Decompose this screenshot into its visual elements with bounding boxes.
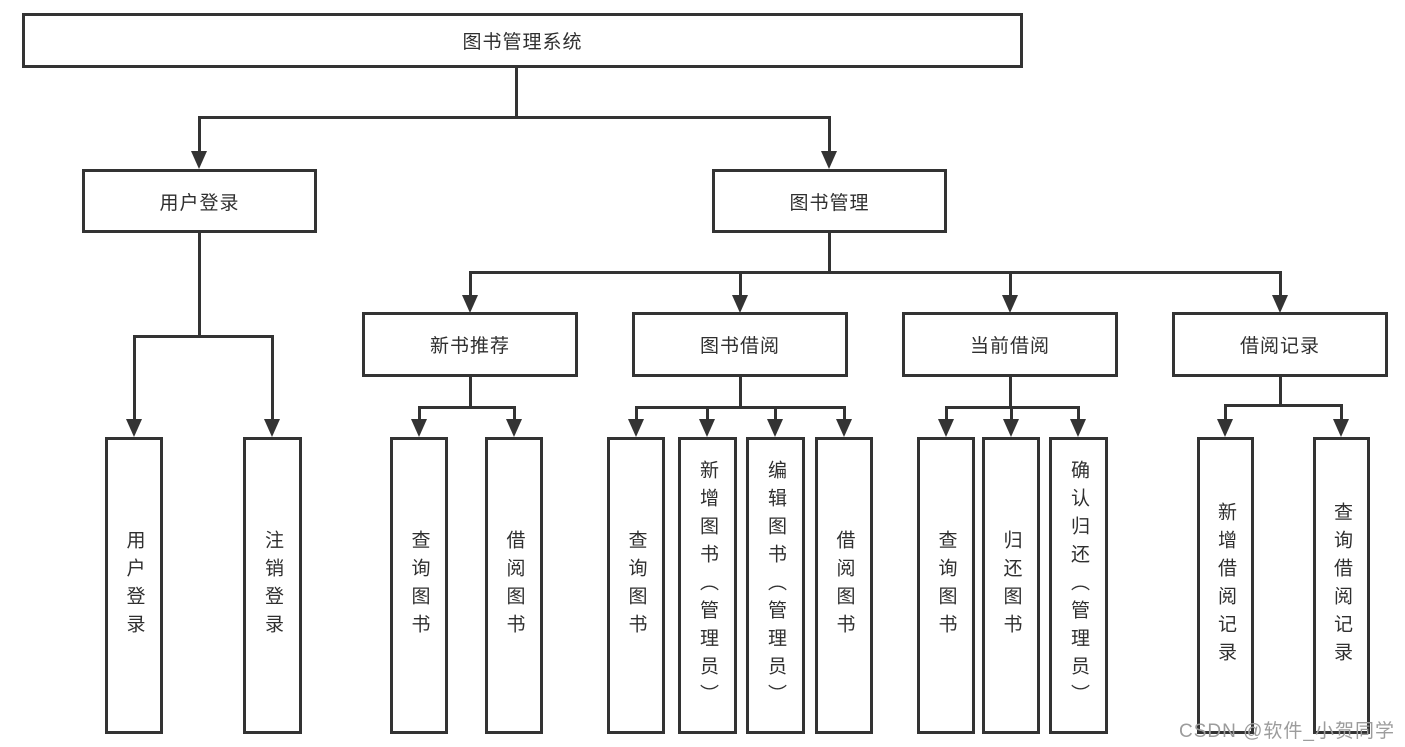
csdn-watermark: CSDN @软件_小贺同学	[1179, 721, 1395, 742]
connector	[418, 406, 516, 409]
arrowhead-down-icon	[1003, 419, 1019, 437]
connector	[828, 116, 831, 154]
connector	[133, 335, 136, 419]
arrowhead-down-icon	[264, 419, 280, 437]
leaf-query-books: 查询图书	[390, 437, 448, 734]
connector	[469, 377, 472, 408]
leaf-logout: 注销登录	[243, 437, 302, 734]
connector	[1009, 271, 1012, 297]
connector	[739, 377, 742, 408]
connector	[271, 335, 274, 419]
connector	[1279, 271, 1282, 297]
arrowhead-down-icon	[462, 295, 478, 313]
connector	[828, 233, 831, 274]
connector	[774, 406, 777, 420]
arrowhead-down-icon	[126, 419, 142, 437]
leaf-borrow-books: 借阅图书	[485, 437, 543, 734]
node-new-book-recommend: 新书推荐	[362, 312, 578, 377]
arrowhead-down-icon	[191, 151, 207, 169]
leaf-query-books: 查询图书	[917, 437, 975, 734]
leaf-add-borrow-record: 新增借阅记录	[1197, 437, 1254, 734]
connector	[1224, 404, 1343, 407]
arrowhead-down-icon	[1070, 419, 1086, 437]
leaf-borrow-books: 借阅图书	[815, 437, 873, 734]
leaf-add-books-admin: 新增图书（管理员）	[678, 437, 737, 734]
connector	[1077, 406, 1080, 420]
connector	[418, 406, 421, 420]
connector	[635, 406, 638, 420]
leaf-query-books: 查询图书	[607, 437, 665, 734]
arrowhead-down-icon	[411, 419, 427, 437]
connector	[198, 116, 831, 119]
arrowhead-down-icon	[628, 419, 644, 437]
connector	[515, 68, 518, 118]
connector	[1009, 377, 1012, 408]
connector	[706, 406, 709, 420]
connector	[469, 271, 1282, 274]
arrowhead-down-icon	[821, 151, 837, 169]
arrowhead-down-icon	[732, 295, 748, 313]
arrowhead-down-icon	[1272, 295, 1288, 313]
connector	[198, 116, 201, 154]
connector	[133, 335, 274, 338]
arrowhead-down-icon	[506, 419, 522, 437]
node-current-borrowing: 当前借阅	[902, 312, 1118, 377]
leaf-query-borrow-record: 查询借阅记录	[1313, 437, 1370, 734]
connector	[1279, 377, 1282, 406]
connector	[843, 406, 846, 420]
connector	[635, 406, 845, 409]
arrowhead-down-icon	[699, 419, 715, 437]
connector	[1340, 404, 1343, 420]
connector	[945, 406, 948, 420]
leaf-confirm-return-admin: 确认归还（管理员）	[1049, 437, 1108, 734]
node-root: 图书管理系统	[22, 13, 1023, 68]
leaf-return-books: 归还图书	[982, 437, 1040, 734]
connector	[513, 406, 516, 420]
leaf-edit-books-admin: 编辑图书（管理员）	[746, 437, 805, 734]
connector	[469, 271, 472, 297]
arrowhead-down-icon	[1333, 419, 1349, 437]
connector	[1010, 406, 1013, 420]
connector	[198, 233, 201, 337]
arrowhead-down-icon	[938, 419, 954, 437]
node-borrowing-records: 借阅记录	[1172, 312, 1388, 377]
leaf-user-login: 用户登录	[105, 437, 163, 734]
node-book-management: 图书管理	[712, 169, 947, 233]
arrowhead-down-icon	[767, 419, 783, 437]
connector	[1224, 404, 1227, 420]
node-book-borrowing: 图书借阅	[632, 312, 848, 377]
connector	[739, 271, 742, 297]
arrowhead-down-icon	[1002, 295, 1018, 313]
arrowhead-down-icon	[836, 419, 852, 437]
node-user-login: 用户登录	[82, 169, 317, 233]
arrowhead-down-icon	[1217, 419, 1233, 437]
